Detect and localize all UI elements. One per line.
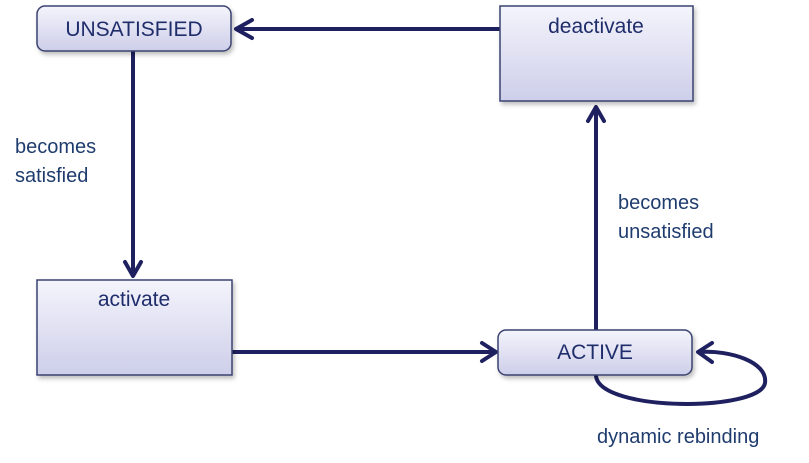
node-activate-label: activate (98, 288, 170, 311)
edge-unsatisfied-to-activate (123, 50, 143, 278)
edge-label-becomes-unsatisfied-line1: becomes (618, 192, 699, 214)
edge-active-self-loop (594, 341, 768, 406)
edge-label-dynamic-rebinding: dynamic rebinding (597, 426, 759, 448)
edge-label-becomes-satisfied-line1: becomes (15, 136, 96, 158)
node-unsatisfied-box (36, 5, 232, 52)
node-activate: activate (36, 279, 233, 376)
edge-activate-to-active (231, 341, 498, 363)
edge-label-becomes-unsatisfied-line2: unsatisfied (618, 221, 714, 243)
node-unsatisfied-label: UNSATISFIED (65, 18, 202, 41)
edge-deactivate-to-unsatisfied (234, 18, 501, 40)
node-active: ACTIVE (497, 329, 693, 376)
node-deactivate-label: deactivate (548, 15, 644, 38)
edge-active-to-deactivate (586, 105, 606, 332)
node-deactivate: deactivate (499, 5, 694, 102)
node-active-label: ACTIVE (557, 341, 633, 364)
node-activate-box (36, 279, 233, 376)
node-unsatisfied: UNSATISFIED (36, 5, 232, 52)
edge-label-becomes-satisfied-line2: satisfied (15, 165, 88, 187)
node-deactivate-box (499, 5, 694, 102)
node-active-box (497, 329, 693, 376)
